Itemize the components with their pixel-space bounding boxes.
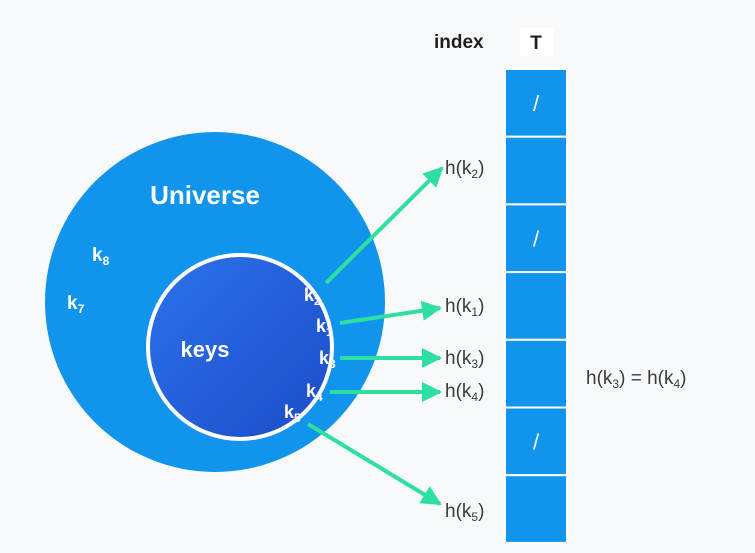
hash-table: / / /	[504, 68, 568, 544]
hash-label-k1: h(k1)	[445, 296, 484, 319]
table-header-box	[520, 28, 553, 56]
key-k8: k8	[92, 245, 110, 268]
key-k4: k4	[306, 381, 323, 404]
table-slot-6	[504, 474, 568, 544]
table-header: T	[530, 33, 542, 54]
key-k5: k5	[284, 402, 301, 425]
table-slot-2-nil-mark: /	[533, 226, 540, 251]
hash-label-k5: h(k5)	[445, 501, 484, 524]
arrow-k5	[306, 422, 442, 506]
key-k1: k1	[316, 316, 333, 339]
index-header: index	[434, 32, 484, 53]
hash-label-k2: h(k2)	[445, 158, 484, 181]
hash-label-k3: h(k3)	[445, 348, 484, 371]
key-k2: k2	[304, 285, 321, 308]
arrow-k1	[339, 300, 442, 325]
arrow-k2	[324, 166, 444, 285]
universe-label: Universe	[150, 180, 260, 210]
keys-label: keys	[181, 337, 230, 362]
table-slot-3	[504, 271, 568, 341]
collision-note: h(k3) = h(k4)	[586, 368, 686, 391]
hash-label-k4: h(k4)	[445, 381, 484, 404]
keys-circle	[146, 253, 334, 441]
key-k7: k7	[67, 293, 85, 316]
table-slot-1	[504, 135, 568, 206]
key-k3: k3	[319, 348, 336, 371]
table-slot-4	[504, 338, 568, 409]
table-slot-0-nil-mark: /	[533, 91, 540, 116]
table-slot-5-nil-mark: /	[533, 429, 540, 454]
